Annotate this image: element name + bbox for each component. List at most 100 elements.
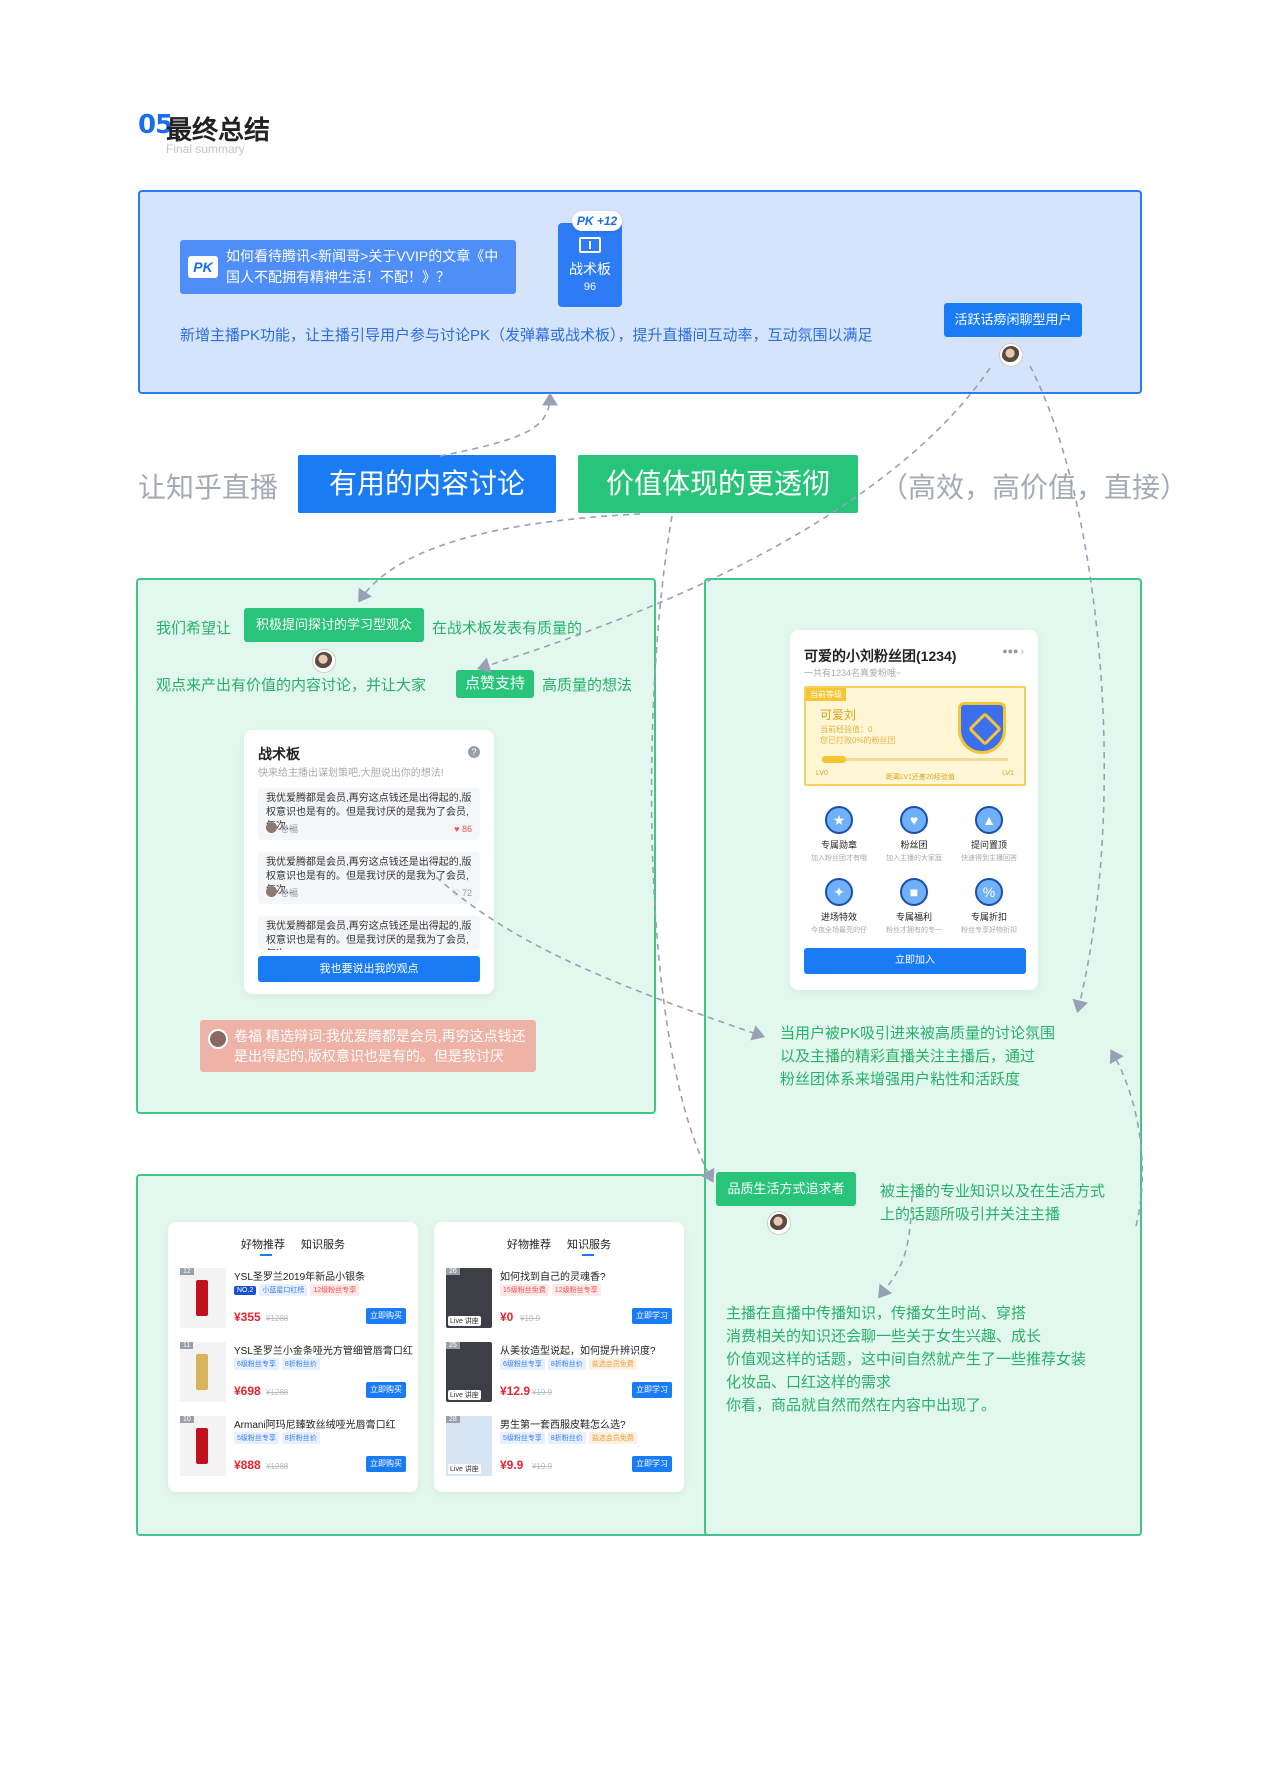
level-gap-text: 距离LV1还差20经验值 [886,774,955,781]
lifestyle-tag: 品质生活方式追求者 [716,1172,856,1206]
lipstick-image: 12 [180,1268,226,1328]
perk-fan-group[interactable]: ♥粉丝团加入主播的大家庭 [877,806,951,863]
heart-icon: ♥ [900,806,928,834]
gift-icon: ■ [900,878,928,906]
tab-goods[interactable]: 好物推荐 [507,1239,551,1251]
price: ¥355 [234,1310,261,1324]
pk-plus-badge: PK +12 [572,211,622,231]
learn-button[interactable]: 立即学习 [632,1308,672,1324]
arrow-value-to-lifestyle [650,515,715,1183]
tab-knowledge[interactable]: 知识服务 [301,1239,345,1251]
tactics-label: 战术板 [569,261,611,277]
tactics-item-text: 我优爱腾都是会员,再穷这点钱还是出得起的,版权意识也是有的。但是我讨厌的是我为了… [266,921,472,950]
perk-pin-question[interactable]: ▲提问置顶快速得到主播回答 [952,806,1026,863]
old-price: ¥19.9 [532,1462,553,1471]
buy-button[interactable]: 立即购买 [366,1382,406,1398]
buy-button[interactable]: 立即购买 [366,1308,406,1324]
tactics-item-user: 卷福 [266,886,298,900]
tactics-count: 96 [583,281,597,293]
tab-goods[interactable]: 好物推荐 [241,1239,285,1251]
fan-name: 可爱刘 [820,708,857,722]
old-price: ¥19.9 [532,1388,553,1397]
user-avatar [1000,344,1022,366]
tactics-item-user: 卷福 [266,822,298,836]
left-line1-prefix: 我们希望让 [156,620,232,637]
member-avatars[interactable]: ●●● › [1002,646,1024,656]
like-count[interactable]: ♥ 86 [454,824,472,834]
fan-club-subtitle: 一共有1234名真爱粉哦~ [804,668,902,678]
lifestyle-avatar [768,1212,790,1234]
lifestyle-explanation: 被主播的专业知识以及在生活方式上的话题所吸引并关注主播 [880,1183,1106,1223]
board-icon [579,237,601,253]
pk-feature-box [138,190,1142,394]
level-start: LV0 [816,770,828,777]
lipstick-image: 11 [180,1342,226,1402]
tab-indicator [260,1254,272,1256]
left-line2-prefix: 观点来产出有价值的内容讨论，并让大家 [156,677,427,694]
value-tag: 价值体现的更透彻 [578,455,858,513]
old-price: ¥1288 [266,1388,289,1397]
arrow-to-pk [439,392,558,457]
tab-knowledge[interactable]: 知识服务 [567,1239,611,1251]
tactics-board-card: 战术板 快来给主播出谋划策吧,大胆说出你的想法! ? 我优爱腾都是会员,再穷这点… [244,730,494,994]
pk-badge: PK [188,256,218,278]
perk-discount[interactable]: %专属折扣粉丝专享好物折扣 [952,878,1026,935]
tactics-item[interactable]: 我优爱腾都是会员,再穷这点钱还是出得起的,版权意识也是有的。但是我讨厌的是我为了… [258,916,480,950]
tactics-card-subtitle: 快来给主播出谋划策吧,大胆说出你的想法! [258,768,444,779]
join-button[interactable]: 立即加入 [804,948,1026,974]
learner-tag: 积极提问探讨的学习型观众 [244,608,424,642]
useful-discussion-tag: 有用的内容讨论 [298,455,556,513]
product-name: YSL圣罗兰小金条哑光方管细管唇膏口红 [234,1346,413,1357]
old-price: ¥1288 [266,1462,289,1471]
level-progress-fill [822,756,846,763]
tactics-item[interactable]: 我优爱腾都是会员,再穷这点钱还是出得起的,版权意识也是有的。但是我讨厌的是我为了… [258,852,480,904]
tactics-item-text: 我优爱腾都是会员,再穷这点钱还是出得起的,版权意识也是有的。但是我讨厌的是我为了… [266,857,472,896]
arrow-discussion-to-fan [419,861,766,1041]
old-price: ¥1288 [266,1314,289,1323]
tactics-item[interactable]: 我优爱腾都是会员,再穷这点钱还是出得起的,版权意识也是有的。但是我讨厌的是我为了… [258,788,480,840]
pk-topic-banner[interactable]: PK 如何看待腾讯<新闻哥>关于VVIP的文章《中国人不配拥有精神生活！不配！》… [180,240,516,294]
perk-entry-effect[interactable]: ✦进场特效今夜全场最亮的仔 [802,878,876,935]
fan-club-explanation: 当用户被PK吸引进来被高质量的讨论氛围以及主播的精彩直播关注主播后，通过粉丝团体… [780,1025,1056,1088]
tactics-board-button[interactable]: 战术板 96 [558,223,622,307]
fan-club-card: 可爱的小刘粉丝团(1234) 一共有1234名真爱粉哦~ ●●● › 当前等级 … [790,630,1038,990]
perk-gift[interactable]: ■专属福利粉丝才拥有的专一 [877,878,951,935]
arrow-to-fan-text [1029,365,1106,1014]
tab-indicator [582,1254,594,1256]
learn-button[interactable]: 立即学习 [632,1456,672,1472]
course-name: 从美妆造型说起，如何提升辨识度? [500,1346,656,1357]
fan-badge-icon [958,702,1006,754]
price: ¥9.9 [500,1458,524,1472]
learn-button[interactable]: 立即学习 [632,1382,672,1398]
help-icon[interactable]: ? [468,746,480,758]
section-number: 05 [138,110,173,140]
level-next: LV1 [1002,770,1014,777]
featured-danmu: 卷福 精选辩词:我优爱腾都是会员,再穷这点钱还是出得起的,版权意识也是有的。但是… [200,1020,536,1072]
fan-club-title: 可爱的小刘粉丝团(1234) [804,648,957,664]
tag-icon: % [975,878,1003,906]
tactics-item-text: 我优爱腾都是会员,再穷这点钱还是出得起的,版权意识也是有的。但是我讨厌的是我为了… [266,793,472,832]
share-opinion-button[interactable]: 我也要说出我的观点 [258,956,480,982]
slogan-prefix: 让知乎直播 [138,472,279,503]
section-title: 最终总结 [166,115,271,145]
section-subtitle: Final summary [166,142,245,156]
pk-description: 新增主播PK功能，让主播引导用户参与讨论PK（发弹幕或战术板），提升直播间互动率… [180,327,873,344]
buy-button[interactable]: 立即购买 [366,1456,406,1472]
perk-medal[interactable]: ★专属勋章加入粉丝团才有哦 [802,806,876,863]
slogan-suffix: （高效，高价值，直接） [880,472,1189,503]
price: ¥0 [500,1310,514,1324]
medal-icon: ★ [825,806,853,834]
